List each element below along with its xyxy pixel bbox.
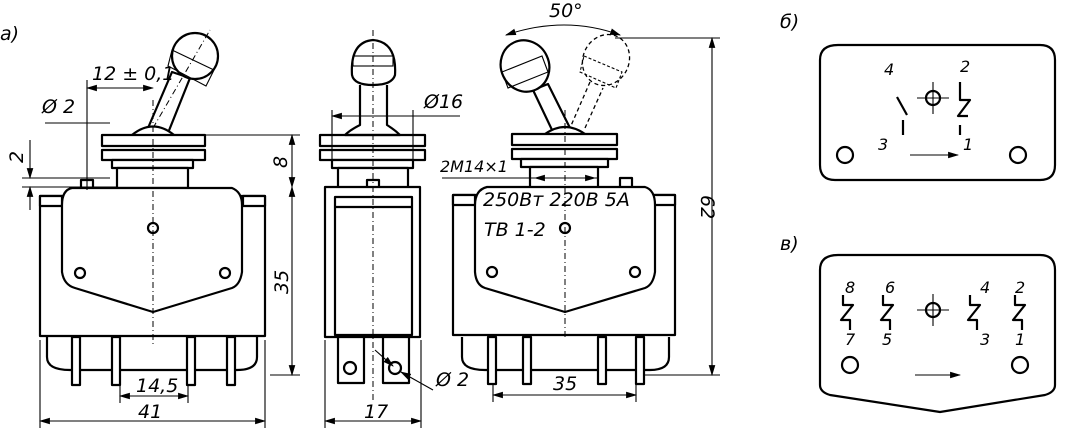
- view-a-label: а): [0, 23, 19, 45]
- svg-text:6: 6: [885, 278, 895, 297]
- svg-text:4: 4: [884, 60, 894, 79]
- svg-text:50°: 50°: [549, 0, 583, 22]
- toggle-lever: [146, 29, 220, 135]
- dimensions-front: 50° 62 2М14×1 35: [440, 0, 720, 402]
- wiring-diagram-v: в) 8 6 4 2 7 5 3 1: [780, 233, 1057, 414]
- svg-text:Ø 2: Ø 2: [41, 96, 75, 118]
- view-front: 250Вт 220В 5А ТВ 1-2 50° 62 2М14×1 35: [440, 0, 720, 402]
- svg-text:2: 2: [960, 57, 970, 76]
- dimensions-side: Ø16 Ø 2 17: [323, 91, 469, 428]
- rating-marking: 250Вт 220В 5А: [483, 189, 630, 211]
- svg-text:2: 2: [1015, 278, 1025, 297]
- svg-text:35: 35: [553, 373, 577, 395]
- svg-text:1: 1: [1015, 330, 1025, 349]
- svg-text:3: 3: [878, 135, 888, 154]
- svg-text:2: 2: [6, 151, 28, 163]
- contact-symbols: [839, 295, 1027, 330]
- svg-text:2М14×1: 2М14×1: [440, 157, 508, 176]
- toggle-lever-position-1: [499, 39, 572, 134]
- dimensions-a: 41 14,5 12 ± 0,1 Ø 2 2 8 35: [6, 63, 300, 428]
- svg-text:3: 3: [980, 330, 990, 349]
- toggle-lever-position-2: [569, 33, 631, 129]
- svg-text:Ø16: Ø16: [423, 91, 463, 113]
- svg-text:8: 8: [845, 278, 855, 297]
- diagram-b-label: б): [780, 11, 799, 33]
- svg-text:14,5: 14,5: [136, 375, 178, 397]
- svg-text:7: 7: [845, 330, 856, 349]
- svg-text:35: 35: [271, 270, 293, 294]
- terminal-pins: [70, 335, 237, 387]
- svg-text:17: 17: [364, 401, 388, 423]
- svg-text:12 ± 0,1: 12 ± 0,1: [92, 63, 174, 85]
- view-side: Ø16 Ø 2 17: [318, 30, 469, 428]
- wiring-diagram-b: б) 4 2 3 1: [780, 11, 1057, 182]
- model-marking: ТВ 1-2: [484, 219, 546, 241]
- svg-text:5: 5: [882, 330, 892, 349]
- view-a-front: а) 41: [0, 23, 300, 428]
- svg-text:8: 8: [270, 156, 292, 168]
- svg-text:4: 4: [980, 278, 990, 297]
- svg-text:41: 41: [138, 401, 162, 423]
- diagram-v-label: в): [780, 233, 799, 255]
- svg-text:Ø 2: Ø 2: [435, 369, 469, 391]
- svg-text:62: 62: [696, 195, 718, 219]
- svg-text:1: 1: [963, 135, 973, 154]
